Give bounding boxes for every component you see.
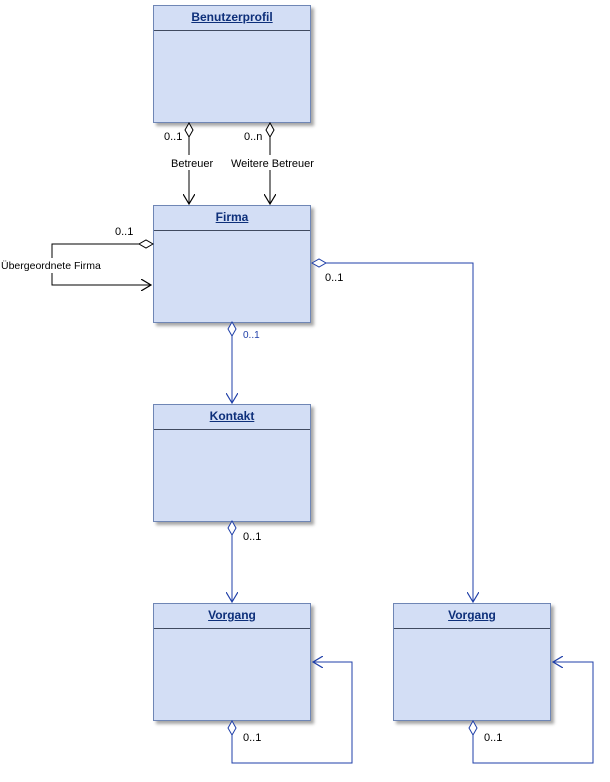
edge-betreuer[interactable] — [185, 121, 193, 204]
class-title-vorgang-left: Vorgang — [208, 608, 256, 622]
class-header: Vorgang — [154, 604, 310, 629]
label-firma-kontakt-multiplicity: 0..1 — [243, 330, 260, 341]
class-header: Benutzerprofil — [154, 6, 310, 31]
edge-vorgang-left-self[interactable] — [227, 662, 353, 764]
edge-vorgang-right-self[interactable] — [468, 662, 594, 764]
edge-weitere-betreuer[interactable] — [266, 121, 274, 204]
class-title-kontakt: Kontakt — [209, 409, 255, 423]
class-title-firma: Firma — [215, 210, 249, 224]
edge-kontakt-vorgang[interactable] — [228, 519, 236, 602]
class-title-vorgang-right: Vorgang — [448, 608, 496, 622]
label-firma-vorgang-multiplicity: 0..1 — [325, 272, 343, 284]
class-header: Vorgang — [394, 604, 550, 629]
label-betreuer-multiplicity: 0..1 — [164, 131, 182, 143]
label-self-firma-multiplicity: 0..1 — [115, 226, 133, 238]
label-vorgang-right-self-multiplicity: 0..1 — [484, 732, 502, 744]
label-kontakt-vorgang-multiplicity: 0..1 — [243, 531, 261, 543]
label-weitere-role: Weitere Betreuer — [231, 158, 314, 170]
class-benutzerprofil[interactable]: Benutzerprofil — [153, 5, 311, 123]
label-vorgang-left-self-multiplicity: 0..1 — [243, 732, 261, 744]
label-self-firma-role: Übergeordnete Firma — [1, 260, 101, 272]
class-header: Firma — [154, 206, 310, 231]
class-header: Kontakt — [154, 405, 310, 430]
edge-firma-vorgang[interactable] — [310, 258, 473, 602]
label-weitere-multiplicity: 0..n — [244, 131, 262, 143]
class-title-benutzerprofil: Benutzerprofil — [191, 10, 273, 24]
label-bg — [168, 155, 216, 170]
label-betreuer-role: Betreuer — [171, 158, 214, 170]
label-bg — [229, 155, 317, 170]
label-bg — [0, 258, 106, 273]
class-vorgang-right[interactable]: Vorgang — [393, 603, 551, 721]
edge-firma-kontakt[interactable] — [228, 320, 236, 403]
